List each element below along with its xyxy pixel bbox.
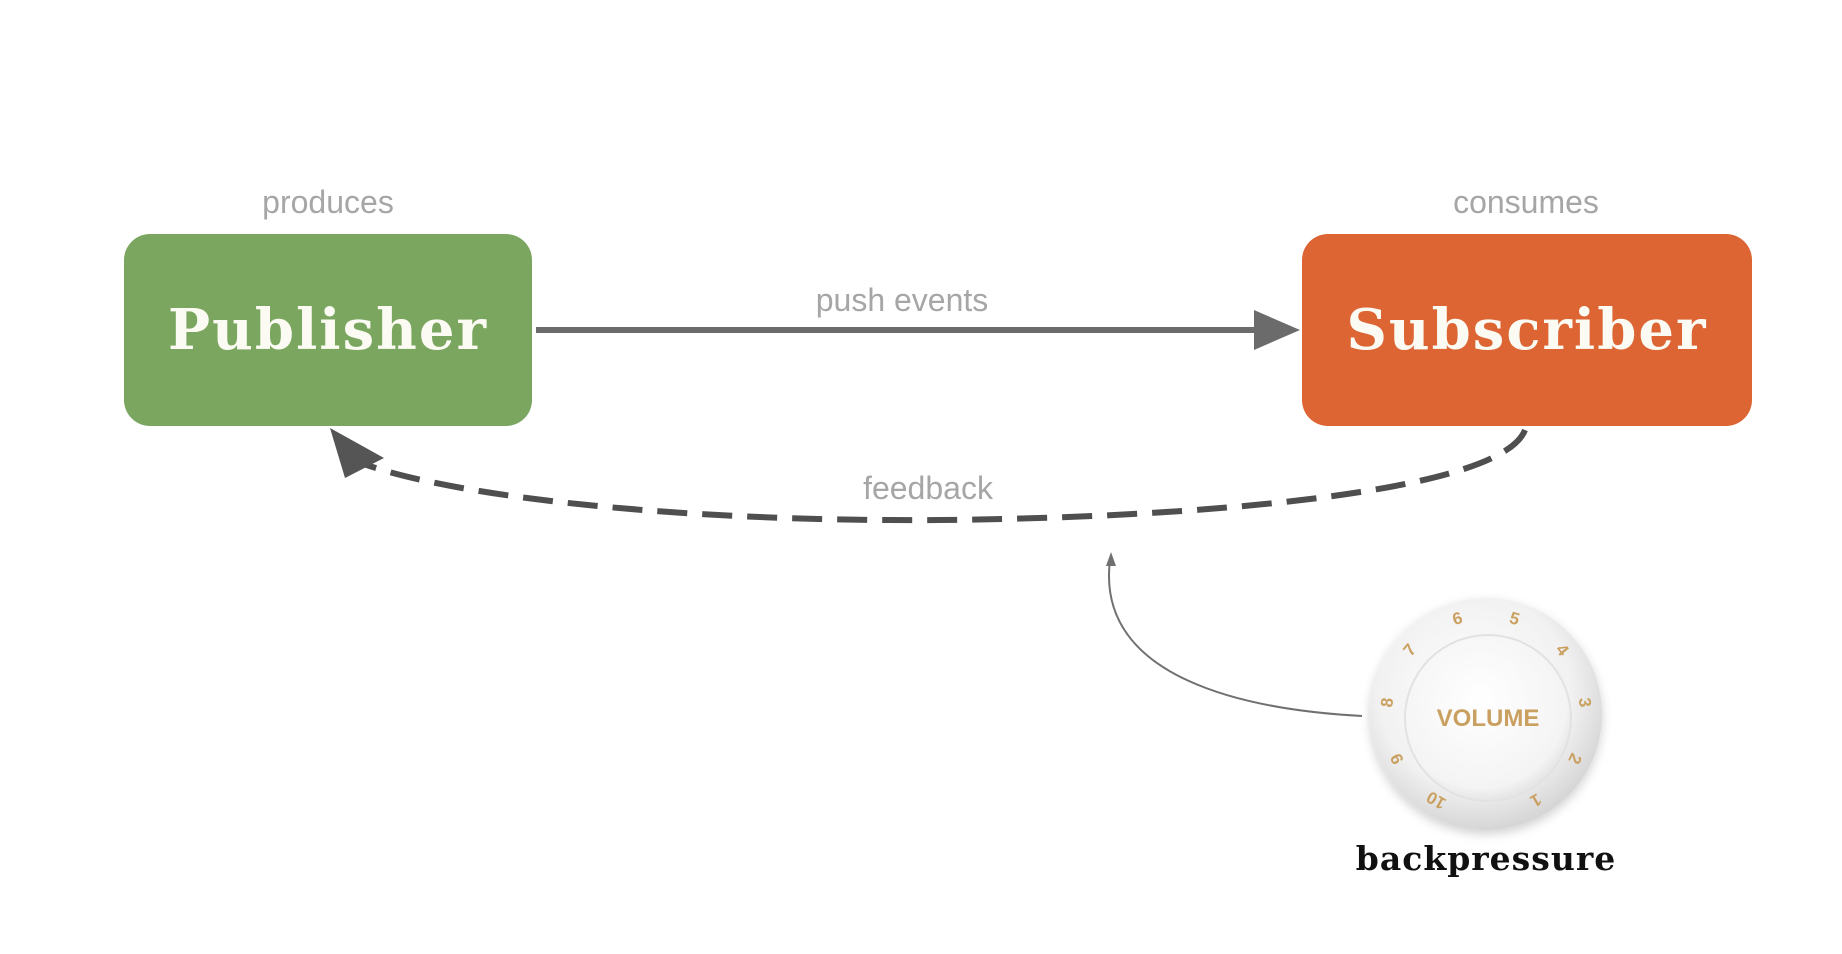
backpressure-label: backpressure (1355, 839, 1617, 878)
subscriber-node: Subscriber (1302, 234, 1752, 426)
knob-connector-head (1106, 552, 1116, 566)
feedback-arrow-curve (356, 428, 1528, 524)
knob-volume-text: VOLUME (1437, 705, 1540, 732)
publisher-node: Publisher (124, 234, 532, 426)
knob-digit: 3 (1575, 697, 1595, 709)
knob-digit: 8 (1377, 697, 1397, 709)
subscriber-caption: consumes (1453, 184, 1599, 220)
push-events-label: push events (815, 282, 989, 318)
push-events-arrow-head (1254, 310, 1300, 350)
publisher-label: Publisher (168, 297, 488, 363)
feedback-label: feedback (863, 470, 993, 506)
knob-connector-line (1107, 559, 1363, 717)
subscriber-label: Subscriber (1346, 297, 1708, 363)
feedback-arrow-head (330, 428, 384, 478)
publisher-caption: produces (262, 184, 394, 220)
